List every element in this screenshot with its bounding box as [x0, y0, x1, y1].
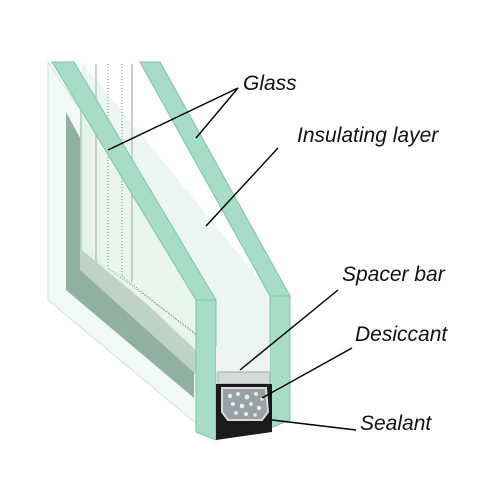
insulating-leader-line	[205, 147, 279, 227]
sealant-leader-line	[271, 419, 357, 431]
insulating-layer-label: Insulating layer	[297, 124, 439, 147]
desiccant-section	[221, 387, 270, 421]
desiccant-leader-line	[261, 347, 353, 399]
rear-glass-edge-vertical	[269, 295, 291, 429]
front-glass-edge-vertical	[195, 299, 217, 441]
spacer-bar-label: Spacer bar	[342, 263, 445, 286]
spacer-leader-line	[239, 289, 339, 371]
glass-label: Glass	[243, 72, 297, 95]
inner-glass-face	[82, 62, 286, 420]
glass-leader-line-rear	[195, 87, 239, 139]
spacer-dotted-line	[121, 275, 223, 357]
desiccant-label: Desiccant	[355, 323, 448, 346]
gap-top-surface	[216, 346, 270, 372]
desiccant-beads	[227, 392, 264, 417]
spacer-bar-section	[217, 371, 271, 385]
sealant-label: Sealant	[360, 412, 432, 435]
glass-leader-line-front	[107, 87, 239, 151]
leader-lines	[107, 87, 357, 431]
